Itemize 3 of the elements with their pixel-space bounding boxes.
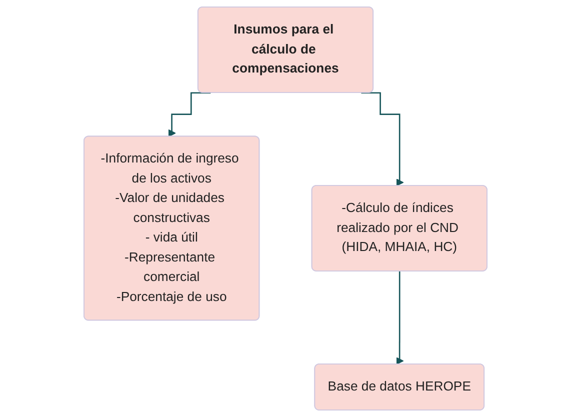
arrow: [361, 92, 404, 186]
arrow: [396, 270, 404, 365]
arrow: [168, 92, 211, 138]
